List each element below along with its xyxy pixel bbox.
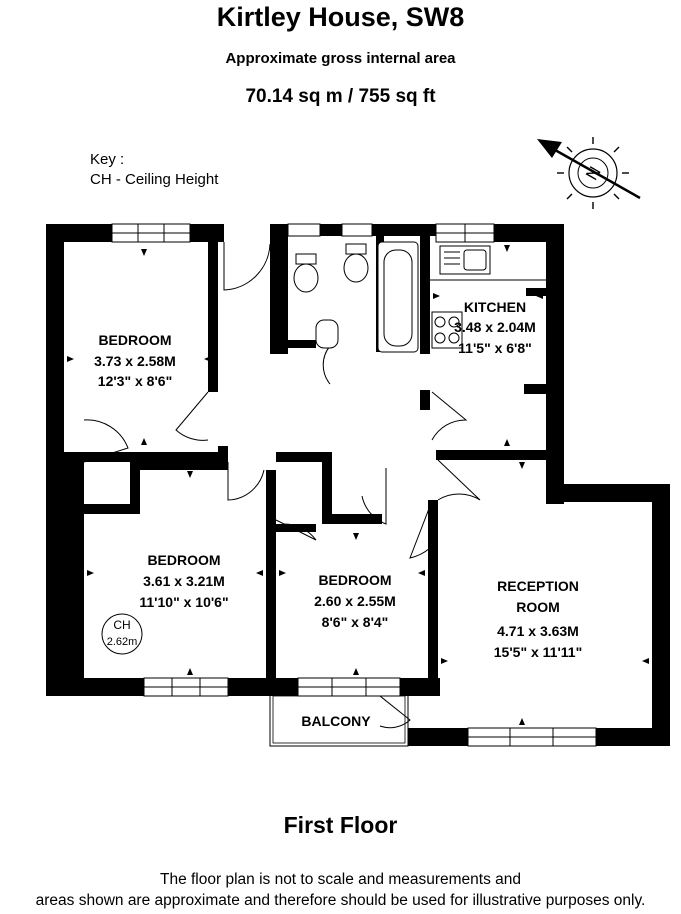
key-entry-ceiling-height: CH - Ceiling Height: [90, 171, 219, 188]
room-imperial-reception: 15'5" x 11'11": [494, 644, 582, 660]
room-name-reception-line1: RECEPTION: [497, 578, 579, 594]
key-legend: Key : CH - Ceiling Height: [90, 150, 218, 190]
room-metric-bedroom-2: 3.61 x 3.21M: [143, 573, 225, 589]
room-imperial-kitchen: 11'5" x 6'8": [458, 340, 532, 356]
compass-icon: N: [537, 137, 641, 209]
ceiling-height-value: 2.62m: [107, 636, 138, 648]
disclaimer-line-1: The floor plan is not to scale and measu…: [159, 871, 521, 888]
dimension-arrows: [67, 245, 649, 725]
walls: [46, 224, 670, 746]
room-metric-bedroom-3: 2.60 x 2.55M: [314, 593, 396, 609]
room-metric-reception: 4.71 x 3.63M: [497, 623, 579, 639]
basin-icon: [315, 319, 339, 349]
disclaimer-line-2: areas shown are approximate and therefor…: [35, 892, 646, 909]
room-name-bedroom-2: BEDROOM: [147, 552, 220, 568]
fixtures: [293, 241, 546, 353]
ceiling-height-badge: CH 2.62m: [101, 613, 143, 655]
disclaimer: The floor plan is not to scale and measu…: [0, 869, 681, 911]
room-name-bedroom-1: BEDROOM: [98, 332, 171, 348]
gross-area: 70.14 sq m / 755 sq ft: [245, 86, 436, 107]
room-name-balcony: BALCONY: [301, 713, 371, 729]
room-name-reception-line2: ROOM: [516, 599, 560, 615]
room-metric-kitchen: 3.48 x 2.04M: [454, 319, 536, 335]
north-arrow-icon: [537, 139, 562, 158]
room-imperial-bedroom-2: 11'10" x 10'6": [139, 594, 228, 610]
door-swings: [83, 242, 481, 729]
room-imperial-bedroom-3: 8'6" x 8'4": [322, 614, 389, 630]
key-heading: Key :: [90, 151, 125, 168]
room-metric-bedroom-1: 3.73 x 2.58M: [94, 353, 176, 369]
toilet-icon: [293, 263, 319, 293]
room-imperial-bedroom-1: 12'3" x 8'6": [98, 373, 172, 389]
ceiling-height-label: CH: [113, 618, 130, 632]
room-name-kitchen: KITCHEN: [464, 299, 526, 315]
plan-title: Kirtley House, SW8: [216, 2, 465, 32]
toilet-icon-2: [343, 253, 369, 283]
room-name-bedroom-3: BEDROOM: [318, 572, 391, 588]
windows: [111, 223, 597, 747]
area-subtitle: Approximate gross internal area: [225, 50, 456, 67]
window-mullions: [112, 224, 596, 746]
floor-label: First Floor: [283, 812, 398, 838]
